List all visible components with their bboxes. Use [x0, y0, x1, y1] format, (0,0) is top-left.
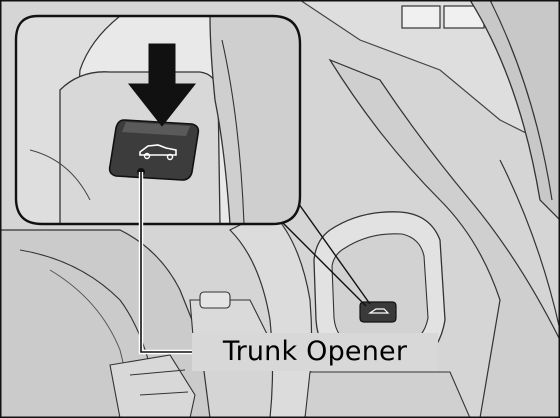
callout-leader-line — [137, 168, 192, 355]
inset-leader-lines — [281, 199, 371, 307]
trunk-opener-label: Trunk Opener — [192, 333, 438, 371]
down-arrow-icon — [127, 43, 197, 127]
magnified-inset — [14, 14, 302, 226]
car-trunk-icon — [139, 144, 177, 161]
trunk-opener-button-small — [359, 301, 397, 323]
